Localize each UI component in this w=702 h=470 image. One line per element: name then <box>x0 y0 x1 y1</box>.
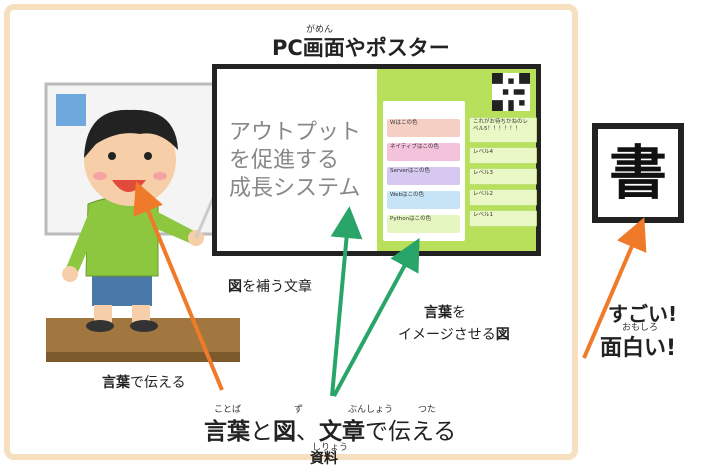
arrow-green-to-app <box>332 237 420 397</box>
phone-card: ネイティブはこの色 <box>387 143 460 161</box>
pc-screen: アウトプット を促進する 成長システム Wはこの色 ネイティブはこの色 Serv… <box>212 64 541 256</box>
qr-code-icon <box>492 73 530 111</box>
promo-text: アウトプット を促進する 成長システム <box>229 119 361 203</box>
phone-card: Serverはこの色 <box>387 167 460 185</box>
level-item: レベル3 <box>469 168 537 185</box>
arrow-orange-to-sign <box>582 217 647 359</box>
promo-line: 成長システム <box>229 176 361 201</box>
label-convey-by-words: 言葉で伝える <box>102 375 186 391</box>
label-image-words-2: イメージさせる図 <box>398 327 510 343</box>
bottom-material: 資料 <box>310 451 338 467</box>
phone-card: Wはこの色 <box>387 119 460 137</box>
promo-line: を促進する <box>229 148 340 173</box>
sign-character: 書 <box>608 139 667 207</box>
level-item: これがお待ちかねのレベル5！！！！！！ <box>469 117 537 143</box>
title-ruby: がめん <box>306 25 334 35</box>
level-list: これがお待ちかねのレベル5！！！！！！ レベル4 レベル3 レベル2 レベル1 <box>469 117 539 249</box>
ruby-bunshou: ぶんしょう <box>348 405 394 415</box>
label-image-words-1: 言葉を <box>424 305 466 321</box>
level-item: レベル1 <box>469 210 537 227</box>
phone-card: Webはこの色 <box>387 191 460 209</box>
level-item: レベル4 <box>469 147 537 164</box>
arrow-green-to-text <box>330 206 363 397</box>
ruby-zu: ず <box>294 405 304 415</box>
promo-line: アウトプット <box>229 120 362 145</box>
level-item: レベル2 <box>469 189 537 206</box>
screen-app-panel: Wはこの色 ネイティブはこの色 Serverはこの色 Webはこの色 Pytho… <box>377 69 539 251</box>
ruby-kotoba: ことば <box>214 405 242 415</box>
bottom-caption: 言葉と図、文章で伝える <box>204 419 457 445</box>
ruby-tsuta: つた <box>418 405 437 415</box>
ruby-shiryou: しりょう <box>312 443 349 453</box>
label-figure-support: 図を補う文章 <box>228 279 312 295</box>
phone-card: Pythonはこの色 <box>387 215 460 233</box>
arrow-orange-to-speaker <box>133 181 224 391</box>
sticky-note-icon <box>56 94 86 126</box>
page-title: PC画面やポスター <box>272 36 450 60</box>
phone-mockup: Wはこの色 ネイティブはこの色 Serverはこの色 Webはこの色 Pytho… <box>383 101 465 241</box>
label-wow: すごい! <box>608 302 678 326</box>
label-interesting: 面白い! <box>600 336 677 361</box>
interesting-ruby: おもしろ <box>622 323 659 333</box>
